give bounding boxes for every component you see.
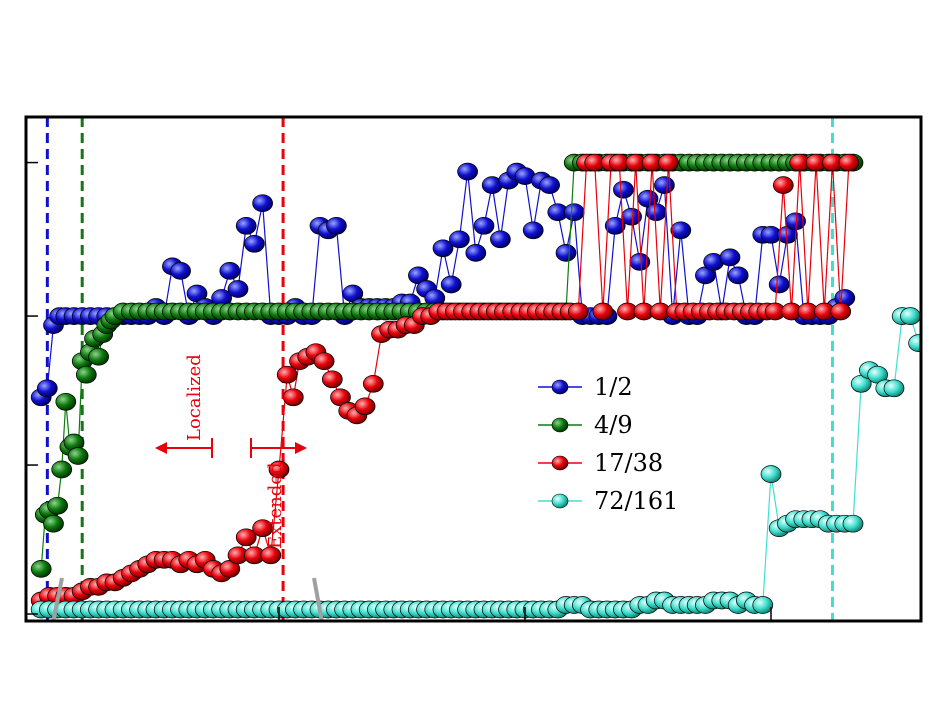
legend-item-1-2: 1/2: [538, 373, 633, 401]
data-point-1-2-91: [768, 275, 790, 294]
legend: 1/2 4/9 17/38 72/161: [538, 373, 678, 515]
data-point-72-161-99: [842, 514, 864, 533]
data-point-17-38-25: [235, 528, 257, 547]
extended-arrow-head: [295, 442, 307, 454]
data-point-17-38-30: [276, 365, 298, 384]
data-point-4-9-4: [47, 496, 68, 515]
data-point-17-38-77: [658, 153, 679, 172]
data-point-1-2-57: [490, 230, 511, 249]
localized-annotation: Localized: [155, 354, 213, 458]
series-line-4-9: [40, 162, 853, 569]
data-point-4-9-6: [55, 392, 77, 411]
data-point-17-38-69: [592, 302, 614, 321]
legend-label: 1/2: [594, 373, 633, 401]
data-point-4-9-5: [51, 460, 73, 479]
legend-marker: [551, 493, 569, 509]
data-point-1-2-55: [473, 216, 495, 235]
data-point-1-2-18: [170, 262, 191, 280]
series-72-161: [30, 307, 921, 619]
series-4-9: [30, 153, 864, 578]
localized-arrow-head: [155, 442, 167, 454]
legend-item-17-38: 17/38: [538, 449, 663, 477]
legend-label: 17/38: [594, 449, 663, 477]
grey-tick-mark: [51, 577, 64, 623]
data-point-1-2-86: [727, 266, 749, 285]
legend-label: 4/9: [594, 411, 633, 439]
legend-marker: [551, 455, 569, 471]
data-point-4-9-3: [43, 514, 64, 533]
critical-lines: [45, 117, 834, 621]
data-point-1-2-61: [522, 221, 544, 240]
data-point-1-2-85: [719, 248, 741, 267]
legend-label: 72/161: [594, 487, 678, 515]
data-point-1-2-72: [613, 180, 634, 199]
data-point-4-9-0: [30, 560, 52, 578]
data-point-1-2-37: [326, 216, 347, 235]
data-point-1-2-26: [235, 216, 257, 235]
data-point-1-2-71: [604, 216, 626, 235]
series-line-17-38: [40, 162, 850, 602]
extended-annotation: Extended: [250, 438, 307, 549]
data-point-17-38-91: [772, 176, 794, 194]
data-point-17-38-40: [354, 397, 376, 416]
data-point-17-38-98: [830, 302, 852, 321]
data-point-1-2-54: [465, 244, 487, 262]
data-point-17-38-29: [268, 460, 290, 479]
plot-border: [24, 115, 923, 623]
series-17-38: [30, 153, 860, 610]
data-point-72-161-104: [883, 379, 905, 398]
data-point-1-2-65: [555, 244, 577, 262]
data-point-1-2-28: [252, 194, 273, 213]
data-point-1-2-50: [432, 239, 454, 258]
plot-frame: [24, 115, 923, 623]
legend-item-4-9: 4/9: [538, 411, 633, 439]
data-point-17-38-41: [362, 374, 384, 393]
legend-marker: [551, 379, 569, 395]
data-point-72-161-107: [908, 334, 921, 352]
data-point-1-2-25: [227, 280, 249, 298]
data-point-4-9-14: [88, 347, 109, 366]
data-point-17-38-35: [313, 352, 335, 371]
data-point-1-2-77: [654, 176, 675, 194]
data-point-1-2-73: [621, 207, 642, 226]
data-point-4-9-11: [75, 365, 97, 384]
data-point-72-161-89: [760, 465, 782, 483]
series-layer: [30, 153, 921, 619]
data-point-1-2-24: [219, 262, 241, 280]
data-point-1-2-52: [449, 230, 470, 249]
extended-label: Extended: [265, 463, 286, 549]
data-point-17-38-27: [252, 519, 273, 538]
data-point-1-2-66: [563, 203, 585, 222]
legend-marker: [551, 417, 569, 433]
localized-label: Localized: [184, 354, 205, 441]
series-1-2: [30, 162, 856, 407]
data-point-72-161-88: [752, 596, 774, 614]
data-point-17-38-31: [282, 388, 304, 407]
data-point-17-38-99: [838, 153, 860, 172]
data-point-1-2-1: [36, 379, 58, 398]
legend-item-72-161: 72/161: [538, 487, 678, 515]
grey-tick-mark: [312, 577, 324, 623]
data-point-17-38-28: [260, 546, 282, 565]
data-point-1-2-51: [440, 275, 462, 294]
data-point-17-38-36: [321, 370, 343, 389]
data-point-1-2-53: [457, 162, 478, 181]
data-point-4-9-9: [67, 447, 89, 465]
data-point-1-2-79: [670, 221, 692, 240]
data-point-1-2-63: [539, 176, 560, 194]
data-point-72-161-106: [900, 307, 921, 325]
data-point-17-38-66: [567, 302, 589, 321]
data-point-1-2-27: [244, 234, 265, 253]
